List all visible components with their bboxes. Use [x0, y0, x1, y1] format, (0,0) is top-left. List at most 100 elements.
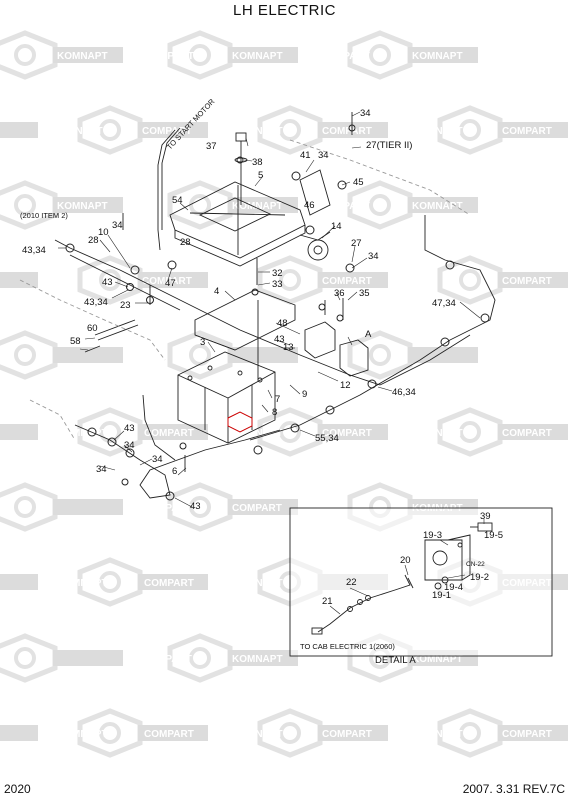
- callout-38: 38: [252, 157, 263, 168]
- svg-text:KOMNAPT: KOMNAPT: [412, 51, 463, 62]
- callout-12: 12: [340, 380, 351, 391]
- callout-13: 13: [283, 342, 294, 353]
- svg-text:KOMNAPT: KOMNAPT: [57, 729, 108, 740]
- callout-54: 54: [172, 195, 183, 206]
- detail-a-marker: A: [365, 329, 372, 340]
- svg-text:KOMNAPT: KOMNAPT: [232, 729, 283, 740]
- svg-text:KOMNAPT: KOMNAPT: [232, 578, 283, 589]
- svg-text:COMPART: COMPART: [500, 201, 550, 212]
- svg-text:COMPART: COMPART: [502, 126, 552, 137]
- callout-34: 34: [112, 220, 123, 231]
- svg-text:KOMNAPT: KOMNAPT: [52, 126, 103, 137]
- callout-19-1: 19-1: [432, 590, 451, 601]
- callout-4: 4: [214, 286, 219, 297]
- callout-43-34: 43,34: [22, 245, 46, 256]
- svg-text:COMPART: COMPART: [502, 729, 552, 740]
- svg-text:KOMNAPT: KOMNAPT: [412, 729, 463, 740]
- svg-text:COMPART: COMPART: [502, 276, 552, 287]
- callout-19-3: 19-3: [423, 530, 442, 541]
- callout-35: 35: [359, 288, 370, 299]
- svg-text:COMPART: COMPART: [320, 201, 370, 212]
- svg-text:COMPART: COMPART: [142, 654, 192, 665]
- callout-34: 34: [318, 150, 329, 161]
- to-cab-note: TO CAB ELECTRIC 1(2060): [300, 642, 395, 651]
- callout-32: 32: [272, 268, 283, 279]
- callout-34: 34: [124, 440, 135, 451]
- svg-text:KOMNAPT: KOMNAPT: [232, 201, 283, 212]
- svg-text:COMPART: COMPART: [322, 729, 372, 740]
- callout-6: 6: [172, 466, 177, 477]
- svg-text:COMPART: COMPART: [144, 428, 194, 439]
- svg-text:COMPART: COMPART: [500, 654, 550, 665]
- svg-text:COMPART: COMPART: [502, 428, 552, 439]
- svg-text:COMPART: COMPART: [232, 503, 282, 514]
- callout-46-34: 46,34: [392, 387, 416, 398]
- svg-text:COMPART: COMPART: [144, 729, 194, 740]
- callout-8: 8: [272, 407, 277, 418]
- svg-text:COMPART: COMPART: [144, 51, 194, 62]
- svg-text:KOMNAPT: KOMNAPT: [412, 201, 463, 212]
- main-harness: [54, 239, 381, 386]
- relay-box: [304, 321, 336, 359]
- svg-text:KOMNAPT: KOMNAPT: [57, 51, 108, 62]
- svg-text:COMPART: COMPART: [142, 126, 192, 137]
- callout-46: 46: [304, 200, 315, 211]
- callout-20: 20: [400, 555, 411, 566]
- callout-19-2: 19-2: [470, 572, 489, 583]
- callout-3: 3: [200, 337, 205, 348]
- svg-text:COMPART: COMPART: [142, 503, 192, 514]
- callout-7: 7: [275, 394, 280, 405]
- detail-a-caption: DETAIL A: [375, 655, 416, 666]
- callout-28: 28: [88, 235, 99, 246]
- svg-text:KOMNAPT: KOMNAPT: [412, 654, 463, 665]
- page-number: 2020: [4, 782, 31, 796]
- callout-58: 58: [70, 336, 81, 347]
- callout-43-34: 43,34: [84, 297, 108, 308]
- callout-19-5: 19-5: [484, 530, 503, 541]
- callout-10: 10: [98, 227, 109, 238]
- svg-text:KOMNAPT: KOMNAPT: [232, 654, 283, 665]
- svg-text:KOMNAPT: KOMNAPT: [232, 126, 283, 137]
- page-title: LH ELECTRIC: [232, 2, 337, 19]
- svg-text:KOMNAPT: KOMNAPT: [412, 428, 463, 439]
- revision-date: 2007. 3.31 REV.7C: [462, 782, 565, 796]
- callout-33: 33: [272, 279, 283, 290]
- callout-39: 39: [480, 511, 491, 522]
- callout-28: 28: [180, 237, 191, 248]
- callout-5: 5: [258, 170, 263, 181]
- svg-text:KOMNAPT: KOMNAPT: [57, 201, 108, 212]
- callout-36: 36: [334, 288, 345, 299]
- callout-55-34: 55,34: [315, 433, 339, 444]
- callout-34: 34: [96, 464, 107, 475]
- item-reference-note: (2010 ITEM 2): [20, 211, 68, 220]
- svg-text:COMPART: COMPART: [500, 51, 550, 62]
- battery-unit: [177, 351, 276, 444]
- callout-34: 34: [360, 108, 371, 119]
- callout-34: 34: [152, 454, 163, 465]
- callout-labels: 34 37 38 5 41 34 45 46 54 14 27 34 34 10…: [22, 108, 456, 512]
- callout-45: 45: [353, 177, 364, 188]
- svg-text:KOMNAPT: KOMNAPT: [57, 578, 108, 589]
- callout-43: 43: [102, 277, 113, 288]
- svg-text:COMPART: COMPART: [322, 428, 372, 439]
- svg-text:COMPART: COMPART: [322, 126, 372, 137]
- callout-43: 43: [274, 334, 285, 345]
- callout-37: 37: [206, 141, 217, 152]
- callout-23: 23: [120, 300, 131, 311]
- detail-a-panel: 39 19-3 19-5 20 22 19-4 19-2 19-1 21 CN-…: [289, 507, 553, 666]
- svg-text:COMPART: COMPART: [142, 276, 192, 287]
- callout-27: 27: [351, 238, 362, 249]
- callout-43: 43: [124, 423, 135, 434]
- callout-60: 60: [87, 323, 98, 334]
- callout-21: 21: [322, 596, 333, 607]
- callout-9: 9: [302, 389, 307, 400]
- connector-label: CN-22: [466, 561, 485, 568]
- callout-48: 48: [277, 318, 288, 329]
- svg-text:KOMNAPT: KOMNAPT: [232, 428, 283, 439]
- callout-43: 43: [190, 501, 201, 512]
- callout-22: 22: [346, 577, 357, 588]
- svg-text:COMPART: COMPART: [322, 276, 372, 287]
- svg-text:KOMNAPT: KOMNAPT: [232, 51, 283, 62]
- tier-note: 27(TIER II): [366, 140, 412, 151]
